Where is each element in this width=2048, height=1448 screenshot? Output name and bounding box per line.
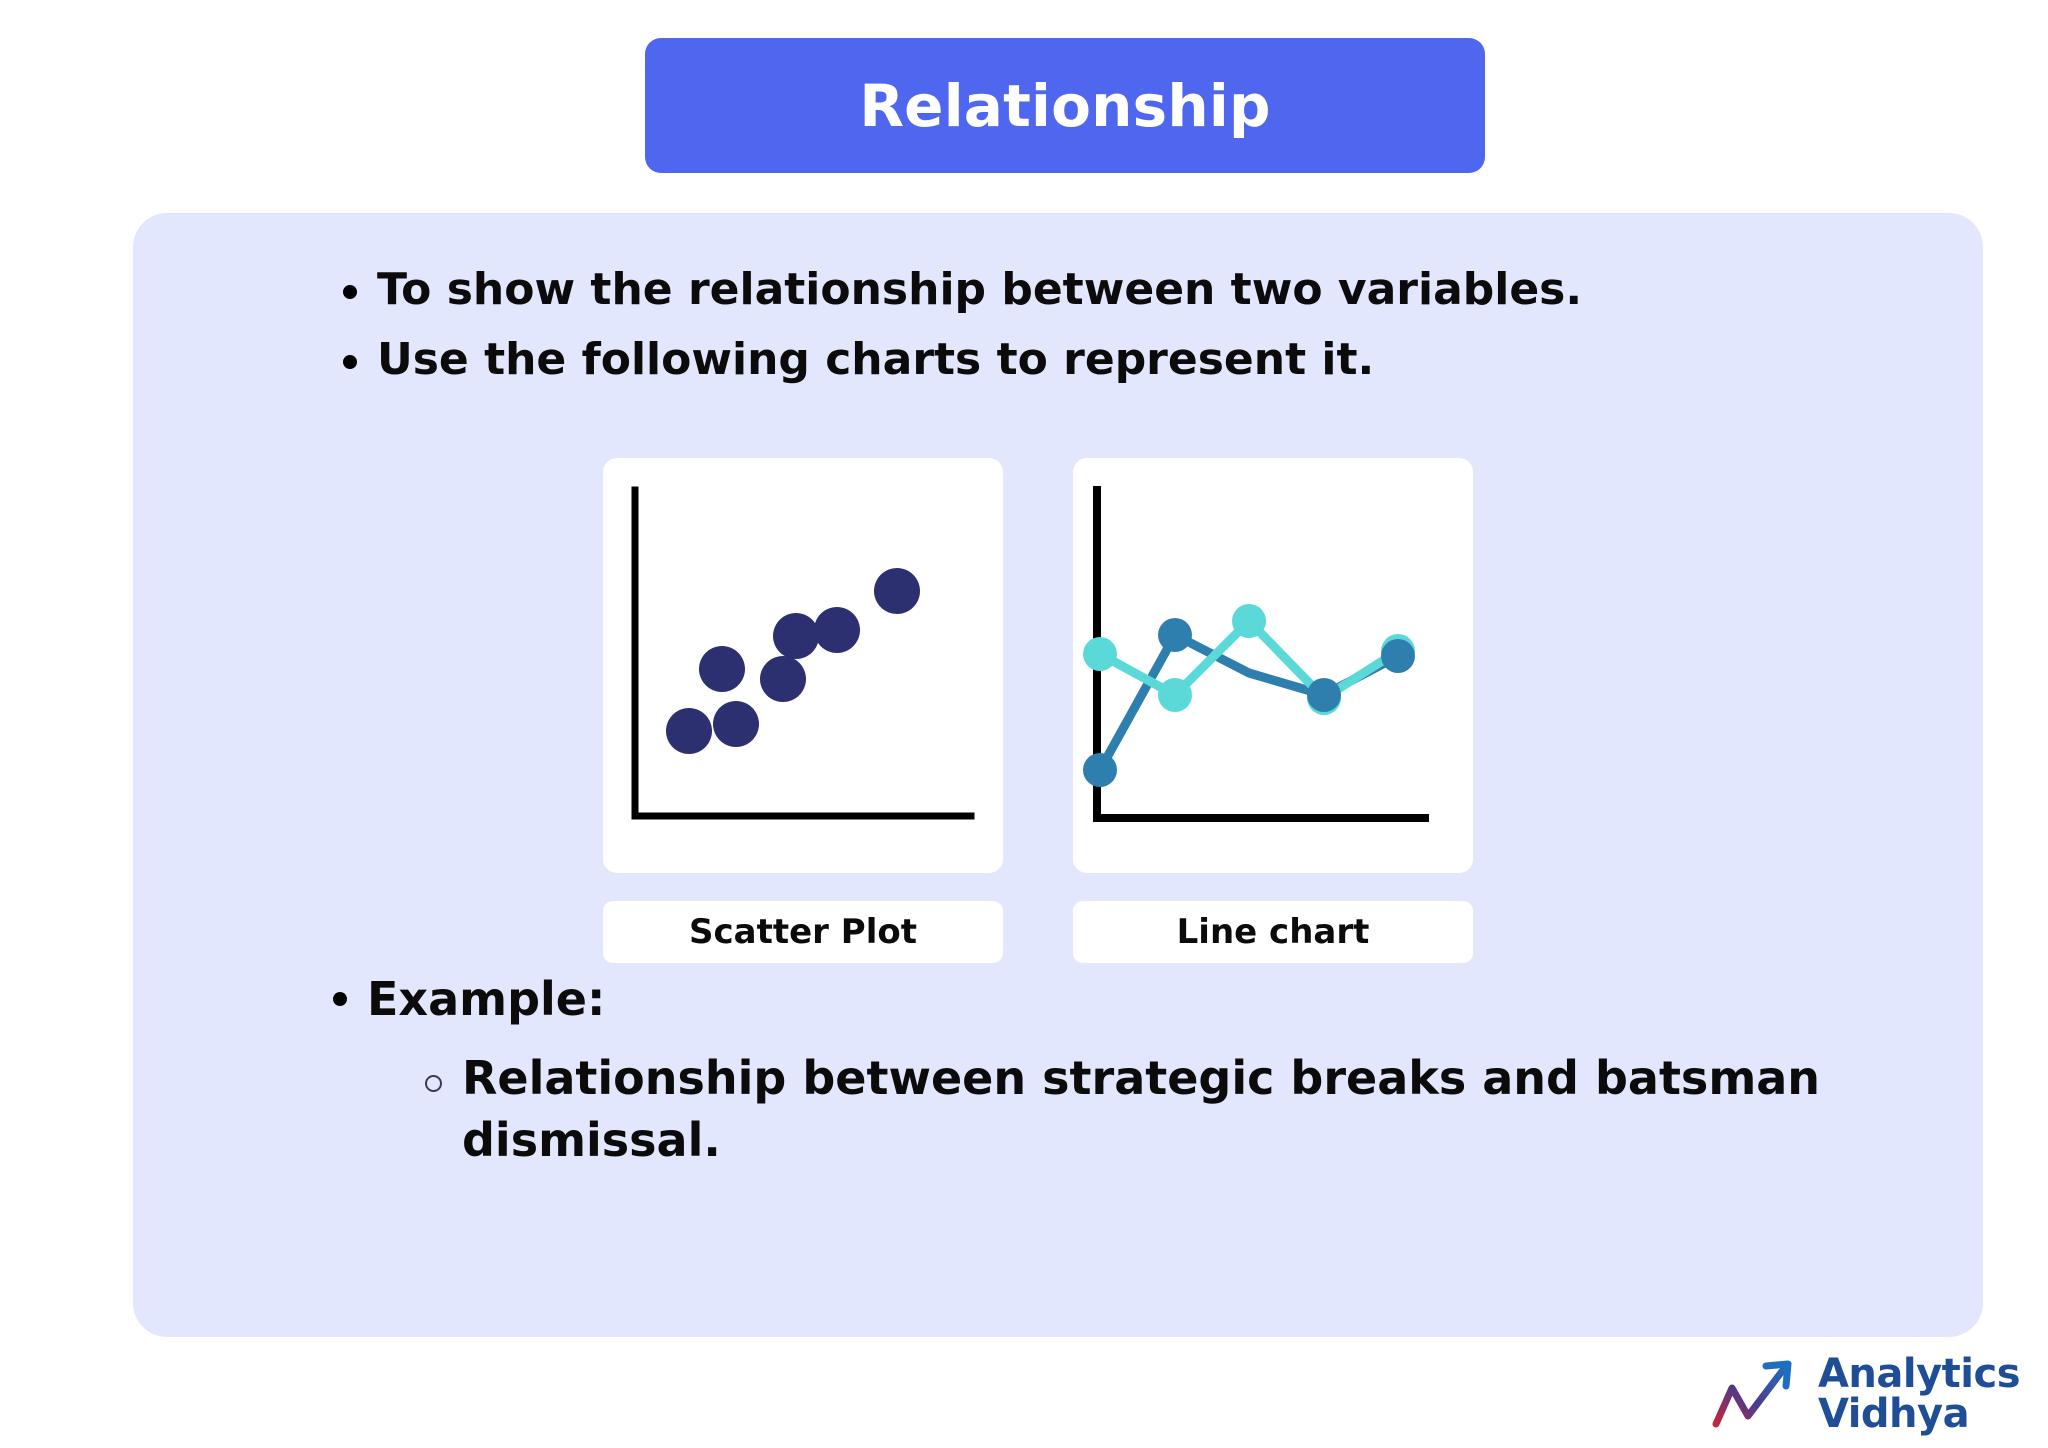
example-item-text: Relationship between strategic breaks an…: [462, 1050, 1821, 1168]
list-item: To show the relationship between two var…: [343, 261, 1903, 319]
list-item: Use the following charts to represent it…: [343, 331, 1903, 389]
logo-line-1: Analytics: [1817, 1351, 2021, 1397]
chart-thumbnails-row: Scatter Plot: [603, 458, 1473, 963]
scatter-plot-card[interactable]: Scatter Plot: [603, 458, 1003, 963]
scatter-plot-figure: [603, 458, 1003, 873]
bullet-text: To show the relationship between two var…: [377, 264, 1583, 315]
example-heading: Example:: [367, 972, 606, 1026]
line-chart-card[interactable]: Line chart: [1073, 458, 1473, 963]
logo-wordmark: Analytics Vidhya: [1817, 1351, 2021, 1437]
logo-line-2: Vidhya: [1817, 1391, 1970, 1437]
bullet-dot-icon: [343, 285, 357, 299]
example-section: Example: Relationship between strategic …: [333, 968, 1933, 1172]
line-chart-label: Line chart: [1073, 901, 1473, 963]
line-chart-icon: [1083, 486, 1429, 822]
scatter-plot-label: Scatter Plot: [603, 901, 1003, 963]
analytics-vidhya-logo: Analytics Vidhya: [1710, 1351, 2021, 1437]
slide-title-banner: Relationship: [645, 38, 1485, 173]
page-title: Relationship: [859, 71, 1271, 140]
bullet-text: Use the following charts to represent it…: [377, 334, 1375, 386]
list-item: Relationship between strategic breaks an…: [425, 1047, 1933, 1172]
hollow-bullet-icon: [425, 1074, 442, 1092]
intro-bullet-list: To show the relationship between two var…: [343, 261, 1903, 401]
bullet-dot-icon: [333, 992, 347, 1006]
example-sub-list: Relationship between strategic breaks an…: [425, 1047, 1933, 1172]
content-panel: To show the relationship between two var…: [133, 213, 1983, 1337]
scatter-plot-icon: [631, 486, 975, 820]
list-item: Example:: [333, 968, 1933, 1031]
analytics-vidhya-arrow-icon: [1712, 1360, 1792, 1428]
bullet-dot-icon: [343, 355, 357, 370]
line-chart-figure: [1073, 458, 1473, 873]
